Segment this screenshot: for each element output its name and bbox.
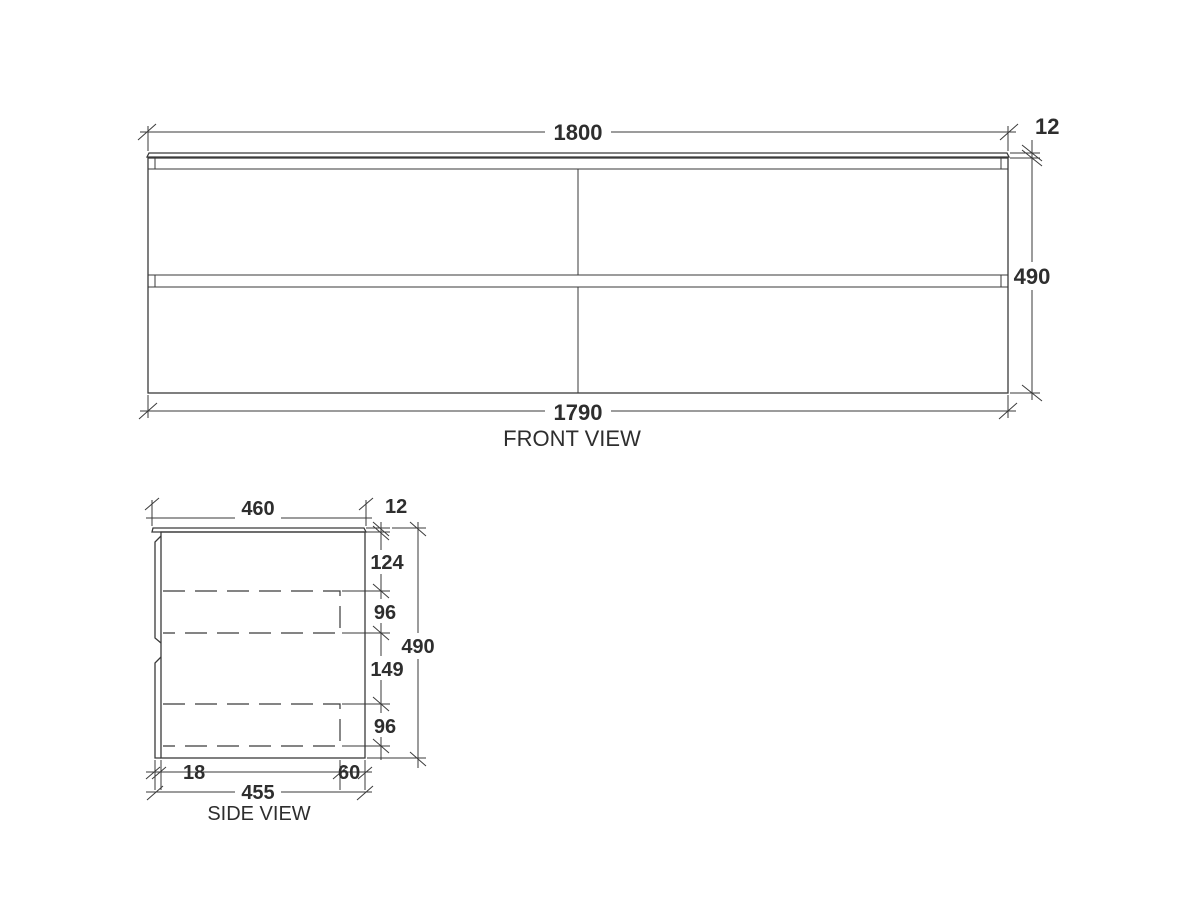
tick-12-bottom xyxy=(1021,149,1043,167)
side-view-caption: SIDE VIEW xyxy=(207,803,310,825)
dim-label-124: 124 xyxy=(370,552,404,574)
front-view-caption: FRONT VIEW xyxy=(503,426,641,451)
dim-label-96-1: 96 xyxy=(374,602,396,624)
dim-label-18: 18 xyxy=(183,762,205,784)
tick-12-top xyxy=(1021,144,1043,162)
dim-label-490-front: 490 xyxy=(1014,264,1051,289)
side-drawer-box-2 xyxy=(163,703,341,747)
dim-label-96-2: 96 xyxy=(374,716,396,738)
side-drawer-box-1 xyxy=(163,590,341,634)
dim-label-1800: 1800 xyxy=(554,120,603,145)
dim-label-149: 149 xyxy=(370,659,403,681)
side-bottom-drawer-front xyxy=(154,656,162,759)
front-view: 1800 12 490 1790 FRONT VIEW xyxy=(137,114,1059,451)
tick-1800-right xyxy=(999,123,1019,141)
side-top-drawer-front xyxy=(154,535,162,644)
dim-label-455: 455 xyxy=(241,782,274,804)
side-view: 460 12 124 96 149 96 490 xyxy=(144,495,439,825)
dim-label-60: 60 xyxy=(338,762,360,784)
front-benchtop xyxy=(145,152,1011,158)
dim-label-1790: 1790 xyxy=(554,400,603,425)
dim-label-460: 460 xyxy=(241,498,274,520)
tick-490-bottom xyxy=(1021,384,1043,402)
tick-1800-left xyxy=(137,123,157,141)
dim-label-12-front: 12 xyxy=(1035,114,1059,139)
dim-label-12-side: 12 xyxy=(385,496,407,518)
dim-label-490-side: 490 xyxy=(401,636,434,658)
side-cabinet-body xyxy=(160,531,366,759)
